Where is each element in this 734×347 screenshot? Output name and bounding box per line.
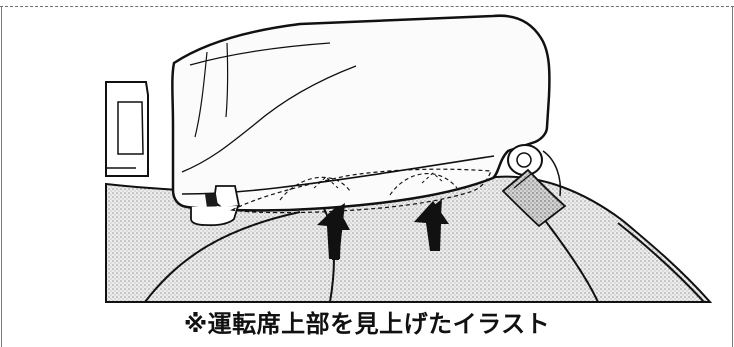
hidden-clip-outline xyxy=(230,168,492,214)
upward-arrow-right-icon xyxy=(414,199,449,251)
illustration-caption: ※運転席上部を見上げたイラスト xyxy=(183,310,551,338)
left-trim-panel xyxy=(105,81,149,177)
overhead-console xyxy=(171,14,551,227)
left-border xyxy=(1,6,2,347)
top-dashed-border xyxy=(0,6,734,7)
right-border xyxy=(732,6,733,347)
right-hinge xyxy=(501,144,567,228)
upward-arrow-left-icon xyxy=(317,203,350,260)
